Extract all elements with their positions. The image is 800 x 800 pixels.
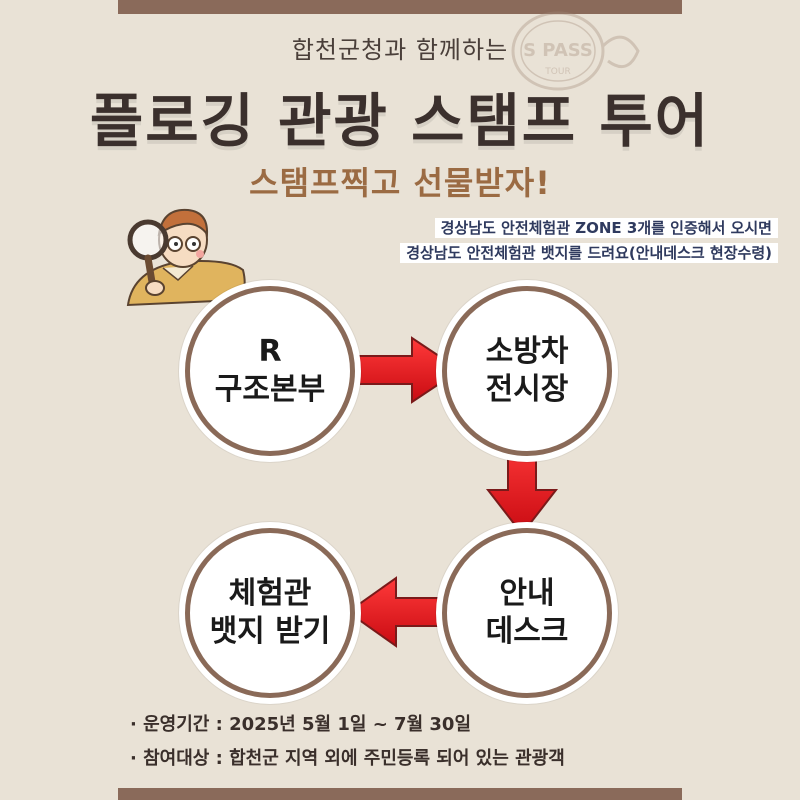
notice-line-1: 경상남도 안전체험관 ZONE 3개를 인증해서 오시면 (434, 218, 778, 238)
step-receive-badge: 체험관 뱃지 받기 (185, 528, 355, 698)
page-title: 플로깅 관광 스탬프 투어 (89, 87, 711, 155)
top-bar (118, 0, 682, 14)
pass-tour-stamp-icon: S PASS TOUR (511, 11, 640, 91)
event-info: · 운영기간 : 2025년 5월 1일 ~ 7월 30일 · 참여대상 : 합… (130, 708, 565, 776)
step-fire-truck-exhibit: 소방차 전시장 (442, 286, 612, 456)
step-4-line-1: 체험관 (228, 576, 312, 611)
tagline: 스탬프찍고 선물받자! (249, 164, 551, 202)
stamp-text-bottom: TOUR (544, 67, 570, 77)
step-1-line-1: R (258, 334, 282, 369)
step-2-line-2: 전시장 (485, 372, 569, 407)
arrow-left-icon (346, 576, 441, 648)
detective-mascot-icon (126, 208, 246, 307)
notice-line-2: 경상남도 안전체험관 뱃지를 드려요(안내데스크 현장수령) (400, 243, 778, 263)
period-text: · 운영기간 : 2025년 5월 1일 ~ 7월 30일 (130, 714, 472, 735)
bottom-bar (118, 788, 682, 800)
step-rescue-hq: R 구조본부 (185, 286, 355, 456)
step-3-line-1: 안내 (499, 576, 555, 611)
step-2-line-1: 소방차 (485, 334, 569, 369)
step-1-line-2: 구조본부 (214, 372, 326, 407)
step-4-line-2: 뱃지 받기 (209, 614, 331, 649)
subtitle: 합천군청과 함께하는 (291, 36, 509, 64)
step-info-desk: 안내 데스크 (442, 528, 612, 698)
step-3-line-2: 데스크 (485, 614, 569, 649)
target-text: · 참여대상 : 합천군 지역 외에 주민등록 되어 있는 관광객 (130, 748, 565, 769)
notice-box: 경상남도 안전체험관 ZONE 3개를 인증해서 오시면 경상남도 안전체험관 … (400, 216, 778, 266)
stamp-text-top: S PASS (523, 40, 593, 61)
